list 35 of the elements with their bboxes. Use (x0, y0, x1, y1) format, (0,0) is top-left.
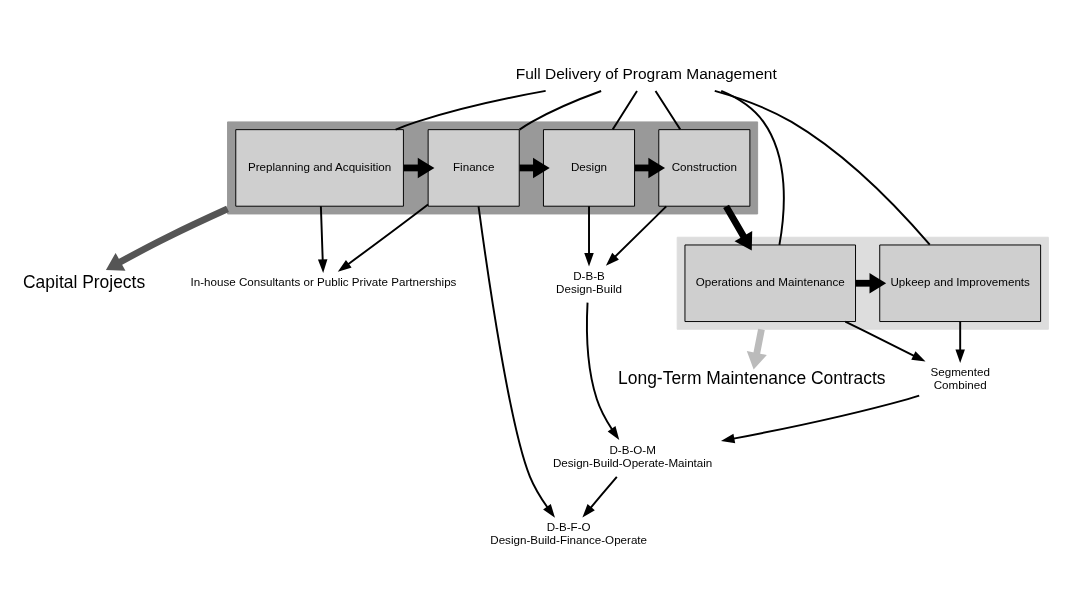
arrow (584, 205, 594, 267)
node-text: D-B-B Design-Build (556, 268, 622, 295)
node-box: Upkeep and Improvements (879, 244, 1042, 323)
cluster (676, 236, 1049, 330)
node-text: D-B-O-M Design-Build-Operate-Maintain (552, 442, 713, 469)
node-text: In-house Consultants or Public Private Partnerships (190, 275, 457, 289)
arrow (105, 205, 229, 271)
cluster (227, 121, 759, 215)
connector (720, 89, 785, 246)
arrow (723, 204, 753, 251)
arrow (746, 328, 767, 370)
node-text: D-B-F-O Design-Build-Finance-Operate (490, 520, 648, 547)
arrow (720, 394, 921, 444)
node-text: Segmented Combined (930, 365, 990, 391)
node-text: Long-Term Maintenance Contracts (618, 367, 886, 388)
node-text: Capital Projects (23, 271, 146, 292)
connector (713, 89, 931, 246)
connector (394, 89, 547, 131)
node-box: Design (542, 129, 636, 207)
node-box: Finance (427, 129, 520, 207)
arrow (477, 205, 555, 518)
connector (611, 89, 638, 131)
arrow (337, 203, 430, 272)
connector (654, 89, 682, 131)
arrow (317, 205, 328, 273)
arrow (586, 301, 620, 441)
node-box: Preplanning and Acquisition (235, 129, 404, 207)
arrow (955, 320, 965, 363)
node-box: Construction (658, 129, 751, 207)
arrow (605, 205, 668, 266)
node-text: Full Delivery of Program Management (515, 65, 777, 83)
connector (518, 90, 603, 131)
arrow (844, 320, 926, 362)
arrow (582, 475, 618, 518)
node-box: Operations and Maintenance (684, 244, 856, 323)
